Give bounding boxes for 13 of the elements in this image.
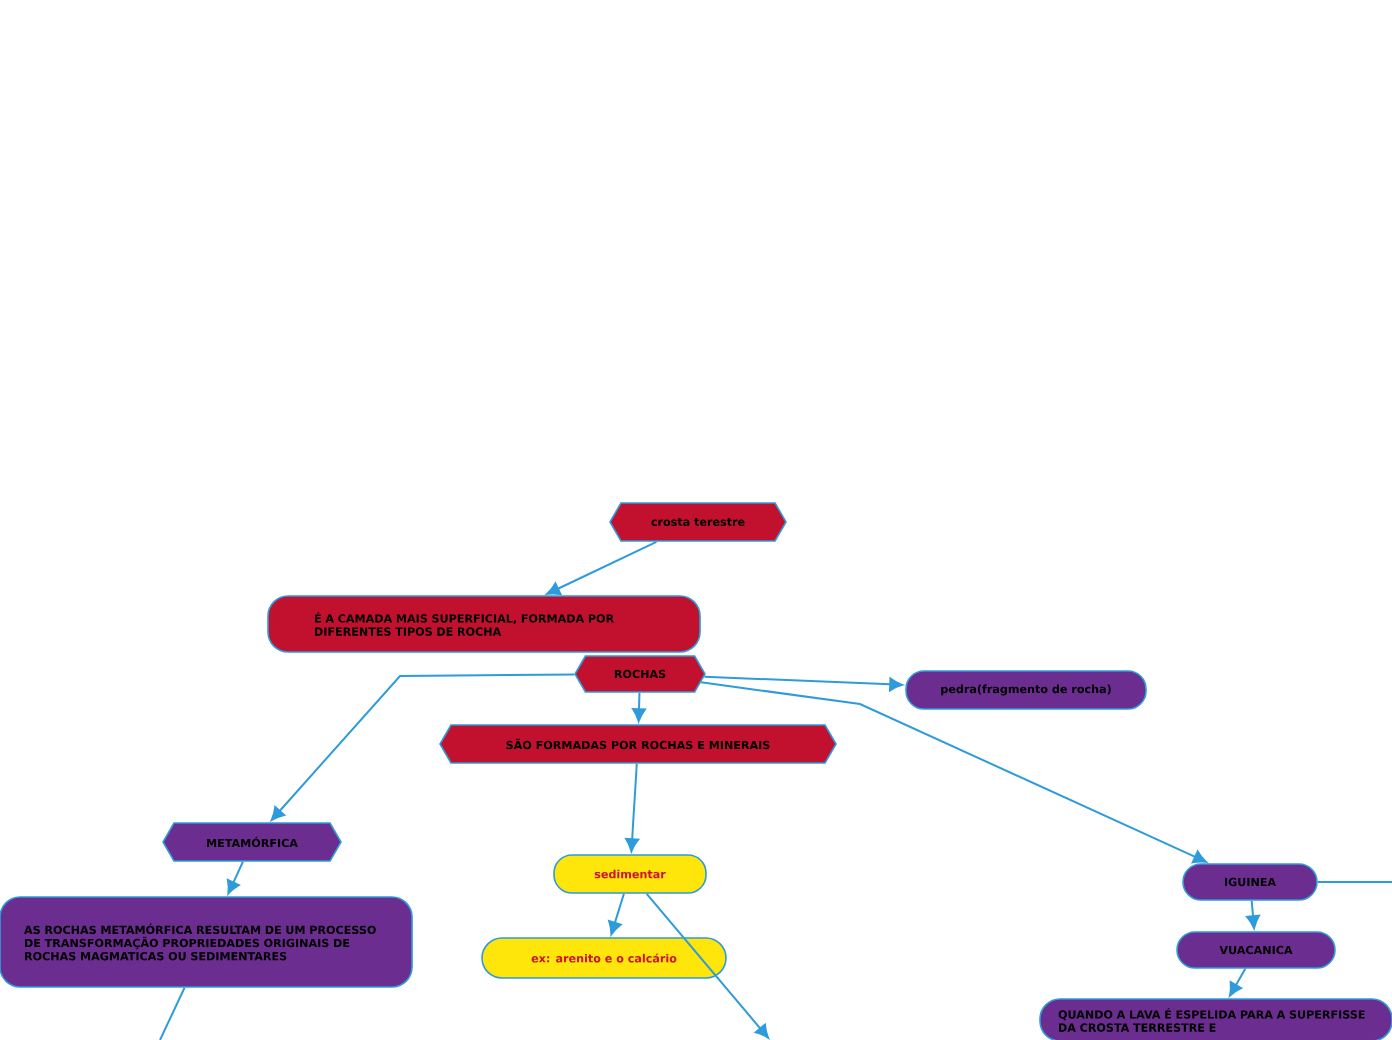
arrow — [546, 540, 658, 596]
arrow — [226, 860, 244, 895]
connector-line — [1316, 881, 1392, 883]
arrow — [625, 762, 640, 853]
arrow — [270, 673, 576, 821]
arrow — [608, 892, 625, 936]
arrow — [645, 892, 769, 1039]
arrow — [1229, 967, 1247, 997]
arrow — [1246, 899, 1260, 930]
arrow — [703, 675, 904, 692]
connector-line — [159, 986, 186, 1040]
arrow — [700, 681, 1207, 864]
arrow — [632, 691, 646, 722]
